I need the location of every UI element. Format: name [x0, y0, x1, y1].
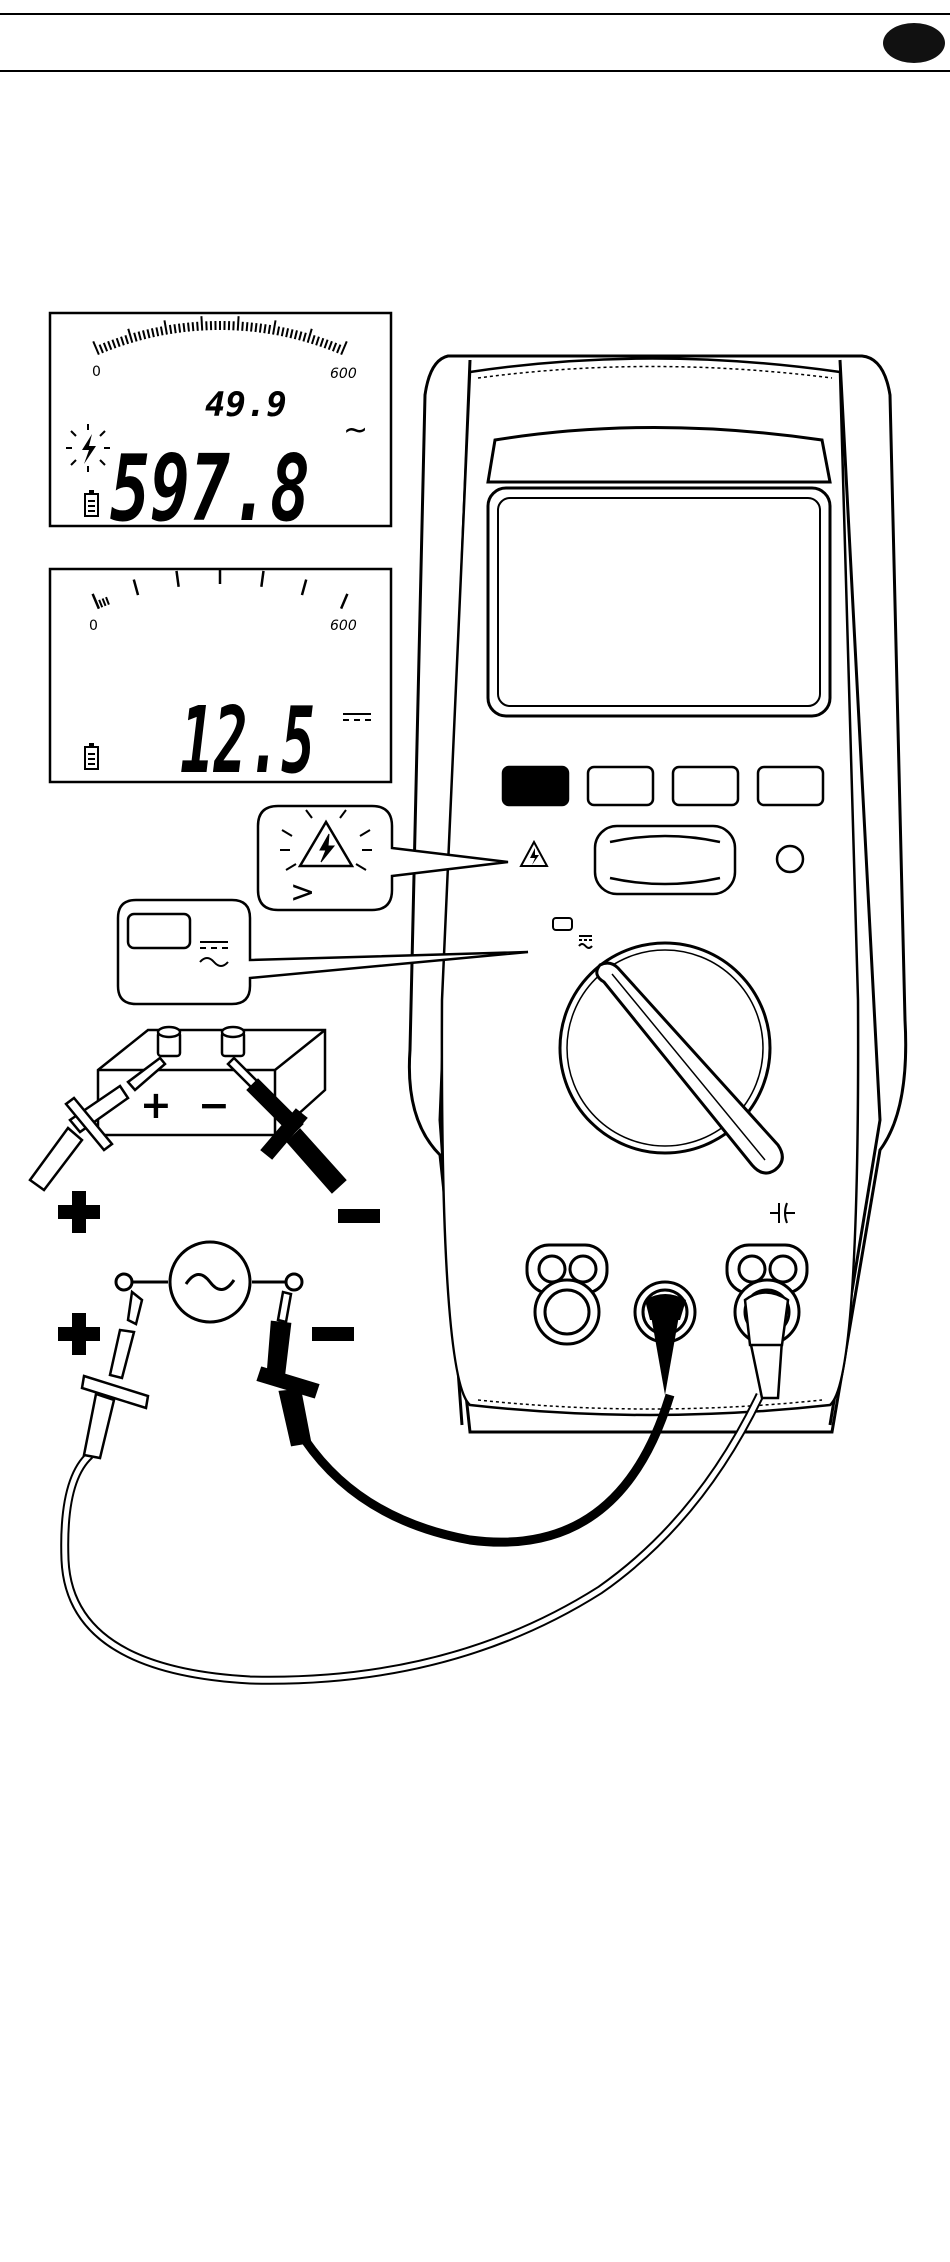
bargraph-segment — [174, 324, 175, 333]
dc-minus-sign — [338, 1209, 380, 1223]
bargraph-segment — [188, 323, 189, 332]
bargraph-segment — [247, 322, 248, 331]
bargraph-segment — [260, 324, 261, 333]
ac-black-probe — [258, 1292, 318, 1445]
ac-display: 0 600 49.9 597.8 ~ — [50, 313, 391, 542]
ac-secondary-value: 49.9 — [205, 385, 287, 425]
bargraph-segment — [238, 316, 239, 330]
warning-callout-text: > — [290, 875, 315, 910]
bargraph-segment — [255, 323, 256, 332]
ac-minus-sign — [312, 1327, 354, 1341]
bargraph-segment — [193, 322, 194, 331]
ac-bargraph-start: 0 — [92, 364, 101, 380]
bargraph-segment — [242, 322, 243, 331]
battery-plus-label: + — [140, 1083, 172, 1127]
dc-bargraph-end: 600 — [330, 618, 357, 634]
function-button-2[interactable] — [588, 767, 653, 805]
bargraph-segment — [170, 325, 171, 334]
function-button-3[interactable] — [673, 767, 738, 805]
ac-main-value: 597.8 — [110, 435, 310, 542]
indicator-led — [777, 846, 803, 872]
yellow-button-icon — [128, 914, 190, 948]
bargraph-segment — [269, 325, 270, 334]
bargraph-segment — [179, 324, 180, 333]
bargraph-segment — [251, 323, 252, 332]
battery-minus-label: − — [198, 1083, 230, 1127]
bargraph-segment — [201, 316, 202, 330]
ac-red-probe — [82, 1292, 148, 1458]
page-header — [0, 14, 950, 71]
bargraph-segment — [183, 323, 184, 332]
ac-source — [116, 1242, 302, 1322]
dc-bargraph-start: 0 — [89, 618, 98, 634]
bargraph-segment — [197, 322, 198, 331]
terminal-amps[interactable] — [527, 1245, 607, 1344]
dc-display: 0 600 12.5 — [50, 568, 391, 794]
ac-symbol: ~ — [343, 413, 368, 448]
function-button-4[interactable] — [758, 767, 823, 805]
section-badge — [883, 23, 945, 63]
ac-bargraph-end: 600 — [330, 366, 357, 382]
dc-main-value: 12.5 — [180, 687, 315, 794]
bargraph-segment — [264, 324, 265, 333]
yellow-function-button[interactable] — [503, 767, 568, 805]
